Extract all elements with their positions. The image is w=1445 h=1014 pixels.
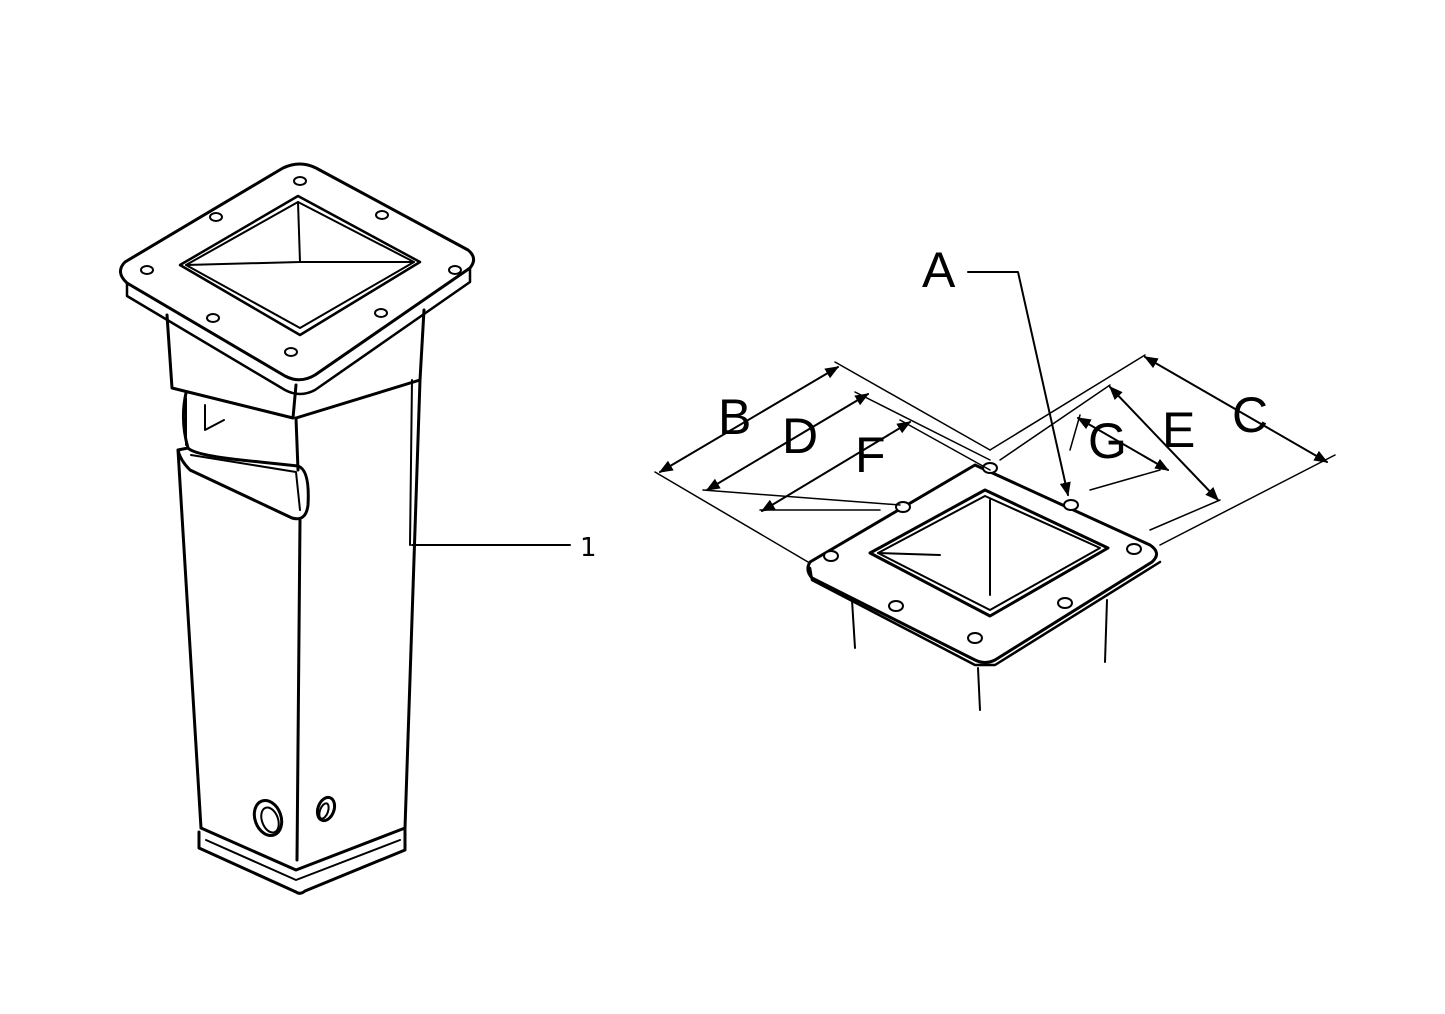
- flange-dimension-detail: A B D F G E C: [654, 242, 1336, 711]
- label-d: D: [782, 408, 818, 464]
- label-g: G: [1088, 413, 1127, 469]
- base-holes: [252, 795, 337, 837]
- top-flange-edge: [125, 266, 472, 396]
- top-opening: [178, 194, 422, 337]
- label-b: B: [718, 389, 751, 445]
- side-slot: [176, 391, 310, 521]
- leader-a: [967, 271, 1071, 497]
- dimension-line-c: [1143, 356, 1329, 463]
- part-number-label: 1: [580, 533, 597, 563]
- label-c: C: [1232, 387, 1268, 443]
- post-body: [176, 378, 422, 862]
- label-a: A: [922, 242, 956, 298]
- base-plate: [197, 826, 407, 895]
- detail-flange-plate: [806, 463, 1158, 664]
- dimension-line-f: [760, 421, 912, 512]
- flange-bolt-holes: [140, 176, 462, 357]
- detail-opening: [868, 488, 1110, 618]
- label-e: E: [1162, 402, 1195, 458]
- label-f: F: [855, 427, 886, 483]
- support-post: 1: [119, 162, 597, 895]
- dimension-line-g: [1076, 417, 1170, 471]
